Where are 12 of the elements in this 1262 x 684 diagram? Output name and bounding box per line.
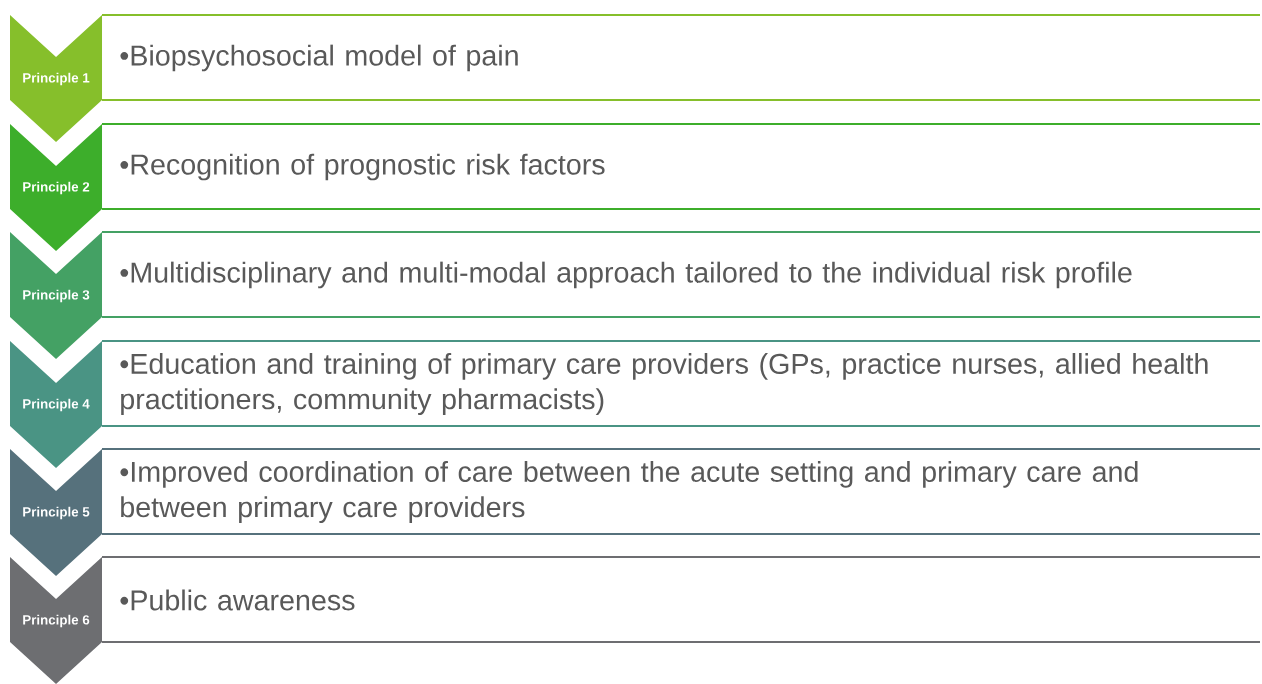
principle-tab: Principle 5 (10, 449, 102, 576)
text-box: •Education and training of primary care providers (GPs, practice nurses, allied health practitioners, community pharmacists) (102, 339, 1260, 428)
principle-tab: Principle 4 (10, 341, 102, 468)
principle-tab: Principle 1 (10, 15, 102, 142)
principle-tab: Principle 3 (10, 232, 102, 359)
principle-tab: Principle 2 (10, 124, 102, 251)
text-box: •Multidisciplinary and multi-modal approach tailored to the individual risk profile (102, 230, 1260, 319)
principle-tab: Principle 6 (10, 557, 102, 684)
text-box: •Public awareness (102, 555, 1260, 644)
text-box: •Recognition of prognostic risk factors (102, 122, 1260, 211)
text-box: •Improved coordination of care between the acute setting and primary care and between primary care providers (102, 447, 1260, 536)
text-box: •Biopsychosocial model of pain (102, 13, 1260, 102)
